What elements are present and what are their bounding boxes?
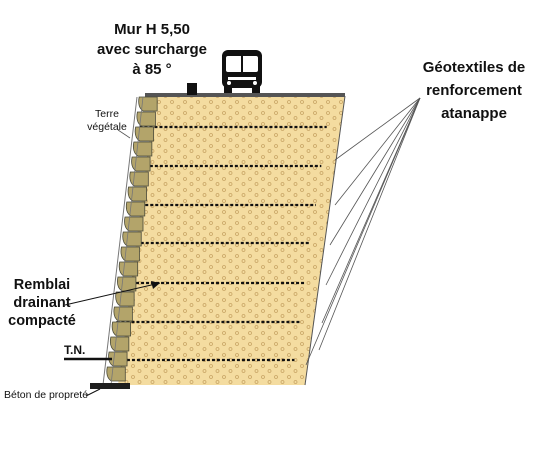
soil-pebbles bbox=[118, 96, 345, 385]
terre-leader bbox=[117, 129, 131, 139]
facing-block bbox=[109, 336, 130, 352]
facing-inner-outline bbox=[110, 96, 144, 386]
facing-block bbox=[132, 141, 153, 157]
geotextile-layers bbox=[111, 125, 327, 362]
facing-outline bbox=[102, 96, 138, 386]
facing-block bbox=[122, 231, 142, 247]
tn-label: T.N. bbox=[64, 343, 86, 357]
leader-line bbox=[329, 97, 421, 246]
kerb-block bbox=[187, 83, 197, 95]
concrete-footing bbox=[90, 383, 130, 389]
facing-block bbox=[136, 111, 156, 127]
surface-slab bbox=[145, 93, 345, 97]
facing-block bbox=[131, 156, 151, 172]
remblai-line-3: compacté bbox=[8, 313, 76, 329]
remblai-line-1: Remblai bbox=[13, 277, 71, 293]
facing-block bbox=[113, 306, 133, 322]
facing-block bbox=[138, 96, 158, 112]
beton-label: Béton de propreté bbox=[4, 389, 89, 401]
remblai-line-2: drainant bbox=[13, 295, 71, 311]
facing-block bbox=[111, 321, 132, 337]
facing-block bbox=[127, 186, 147, 202]
facing-block bbox=[118, 261, 139, 277]
leader-line bbox=[318, 97, 421, 351]
geotextile-label: Géotextiles de renforcement atanappe bbox=[410, 56, 538, 125]
terre-line-1: Terre bbox=[95, 108, 119, 120]
geotextile-line-1: Géotextiles de bbox=[422, 59, 526, 76]
facing-block bbox=[106, 366, 126, 382]
geotextile-line-3: atanappe bbox=[441, 105, 507, 122]
leader-line bbox=[325, 97, 421, 286]
facing-block bbox=[129, 171, 149, 187]
diagram-title: Mur H 5,50 avec surcharge à 85 ° bbox=[88, 20, 216, 80]
beton-leader bbox=[85, 388, 101, 397]
title-line-3: à 85 ° bbox=[132, 61, 172, 78]
soil-back-edge bbox=[304, 95, 346, 386]
geotextile-leader-lines bbox=[305, 97, 421, 366]
leader-line bbox=[305, 97, 421, 366]
facing-block bbox=[134, 126, 155, 142]
title-line-2: avec surcharge bbox=[96, 41, 208, 58]
facing-block bbox=[124, 216, 144, 232]
remblai-arrow bbox=[64, 281, 161, 306]
facing-block bbox=[125, 201, 146, 217]
facing-block bbox=[120, 246, 140, 262]
bus-front-icon bbox=[222, 50, 262, 93]
leader-line bbox=[334, 97, 421, 206]
soil-mass bbox=[118, 95, 346, 386]
terre-line-2: végétale bbox=[87, 121, 127, 133]
remblai-label: Remblai drainant compacté bbox=[2, 276, 82, 330]
title-line-1: Mur H 5,50 bbox=[114, 21, 190, 38]
leader-line bbox=[334, 97, 421, 161]
geotextile-line-2: renforcement bbox=[426, 82, 522, 99]
facing-block bbox=[115, 291, 135, 307]
terre-vegetale-label: Terre végétale bbox=[72, 108, 142, 134]
